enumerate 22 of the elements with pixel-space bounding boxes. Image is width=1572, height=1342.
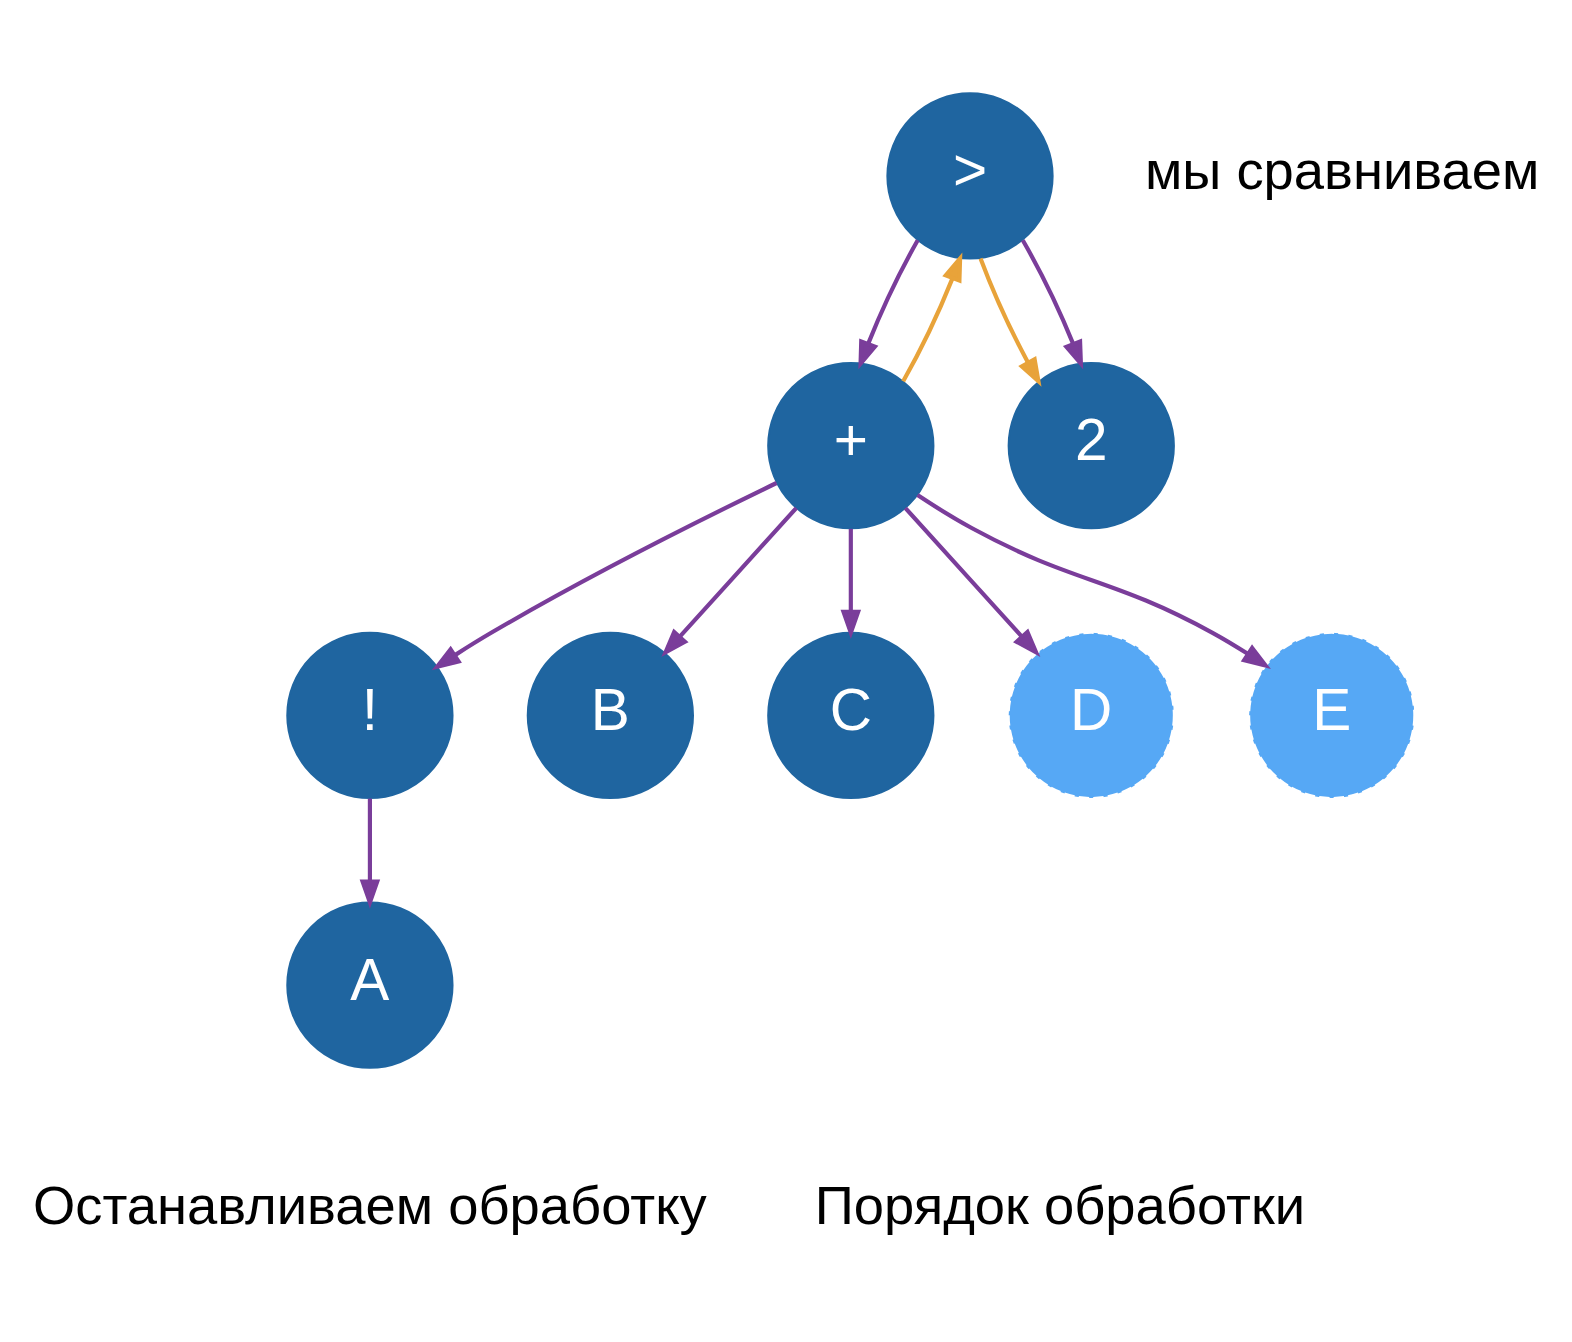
arrow — [901, 252, 963, 382]
arrow — [431, 480, 778, 670]
node-circle: 2 — [1007, 361, 1175, 529]
arrow — [661, 506, 798, 657]
arrow — [840, 528, 862, 639]
arrow — [916, 492, 1271, 669]
arrow — [903, 506, 1041, 657]
node-circle: A — [286, 901, 454, 1069]
label: Останавливаем обработку — [33, 1174, 707, 1236]
node-circle: C — [767, 631, 935, 799]
arrow — [359, 798, 381, 909]
arrow — [858, 238, 920, 369]
arrow — [1020, 238, 1084, 369]
node-circle: D — [1007, 631, 1175, 799]
arrow — [978, 257, 1042, 387]
node-circle: > — [886, 91, 1054, 260]
node-circle: ! — [286, 631, 454, 799]
label: мы сравниваем — [1144, 139, 1540, 201]
node-circle: E — [1248, 631, 1416, 799]
node-circle: B — [526, 631, 694, 799]
label: Порядок обработки — [814, 1174, 1306, 1236]
node-circle: + — [767, 361, 935, 529]
